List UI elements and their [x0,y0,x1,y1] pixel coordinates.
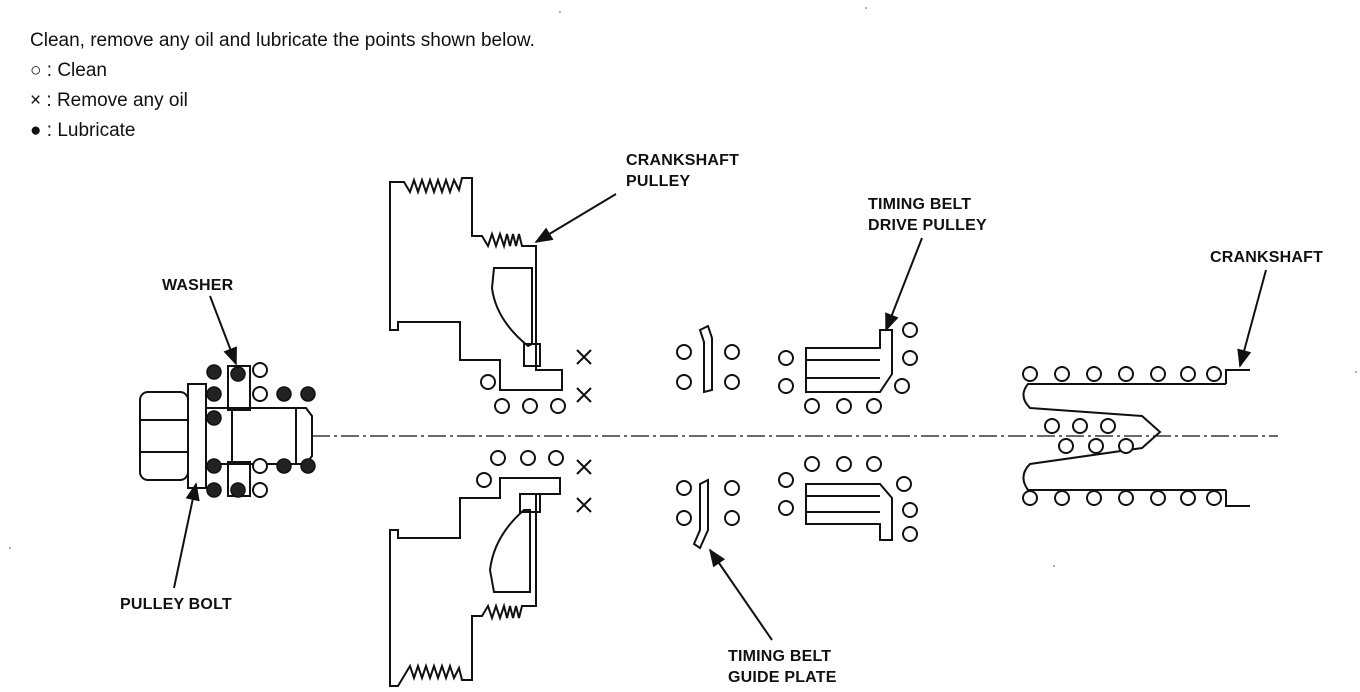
timing-belt-guide-plate-upper [698,324,713,394]
crankshaft-end [1022,369,1250,507]
remove-oil-marks [576,349,592,513]
label-crankshaft: CRANKSHAFT [1210,249,1324,266]
label-crankshaft-pulley: CRANKSHAFT PULLEY [626,150,739,192]
label-line: CRANKSHAFT [626,152,740,169]
leader-crankshaft [1237,269,1267,368]
label-line: GUIDE PLATE [728,669,837,686]
remove-oil-text: : Remove any oil [46,90,188,111]
leader-pulley-bolt [173,482,200,589]
timing-belt-drive-pulley-lower [805,483,893,541]
label-line: TIMING BELT [728,648,832,665]
lubricate-marks [206,364,316,498]
leader-washer [209,295,237,366]
lubricate-text: : Lubricate [46,120,136,141]
clean-marks [252,322,1222,542]
label-line: TIMING BELT [868,196,972,213]
instruction-heading: Clean, remove any oil and lubricate the … [30,30,535,51]
crankshaft-pulley-lower [389,477,561,687]
legend-clean: ○ : Clean [30,60,107,82]
clean-symbol: ○ [30,60,42,81]
label-washer: WASHER [162,277,234,294]
lubricate-symbol: ● [30,120,42,141]
label-timing-belt-guide-plate: TIMING BELT GUIDE PLATE [728,646,837,688]
legend-remove-oil: × : Remove any oil [30,90,188,112]
leader-crankshaft-pulley [534,193,617,243]
label-pulley-bolt: PULLEY BOLT [120,596,232,613]
remove-oil-symbol: × [30,90,42,111]
timing-belt-drive-pulley-upper [805,329,893,393]
leader-guide-plate [708,548,773,641]
crankshaft-pulley-upper [389,176,563,391]
label-line: DRIVE PULLEY [868,217,987,234]
clean-text: : Clean [46,60,107,81]
label-line: PULLEY [626,173,691,190]
label-timing-belt-drive-pulley: TIMING BELT DRIVE PULLEY [868,194,987,236]
legend-lubricate: ● : Lubricate [30,120,136,142]
leader-drive-pulley [885,237,923,332]
timing-belt-guide-plate-lower [692,478,709,550]
